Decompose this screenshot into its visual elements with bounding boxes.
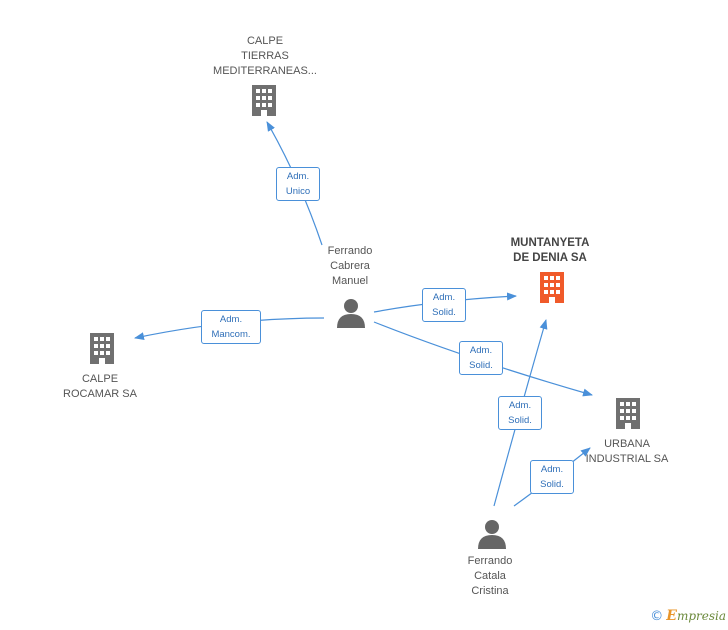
edge-label-adm-solid: Adm. Solid.	[459, 341, 503, 375]
node-label-muntanyeta[interactable]: MUNTANYETA DE DENIA SA	[510, 237, 590, 264]
node-label-ferrando-catala[interactable]: Ferrando Catala Cristina	[467, 555, 513, 597]
edge-label-adm-mancom: Adm. Mancom.	[201, 310, 261, 344]
node-label-calpe-rocamar[interactable]: CALPE ROCAMAR SA	[63, 373, 137, 400]
edge-label-adm-solid: Adm. Solid.	[530, 460, 574, 494]
building-icon	[540, 272, 564, 303]
brand-name: mpresia	[676, 609, 726, 623]
brand-initial: E	[666, 608, 677, 624]
person-icon	[478, 520, 506, 549]
person-icon	[337, 299, 365, 328]
node-label-calpe-tierras[interactable]: CALPE TIERRAS MEDITERRANEAS...	[213, 35, 317, 77]
node-label-urbana-industrial[interactable]: URBANA INDUSTRIAL SA	[585, 438, 669, 465]
building-icon	[616, 398, 640, 429]
edge-label-adm-solid: Adm. Solid.	[422, 288, 466, 322]
building-icon	[252, 85, 276, 116]
empresia-logo: ©Empresia	[650, 608, 726, 624]
node-label-ferrando-cabrera[interactable]: Ferrando Cabrera Manuel	[327, 245, 373, 287]
copyright-icon: ©	[650, 609, 664, 624]
edge-label-adm-unico: Adm. Unico	[276, 167, 320, 201]
edge-label-adm-solid: Adm. Solid.	[498, 396, 542, 430]
building-icon	[90, 333, 114, 364]
